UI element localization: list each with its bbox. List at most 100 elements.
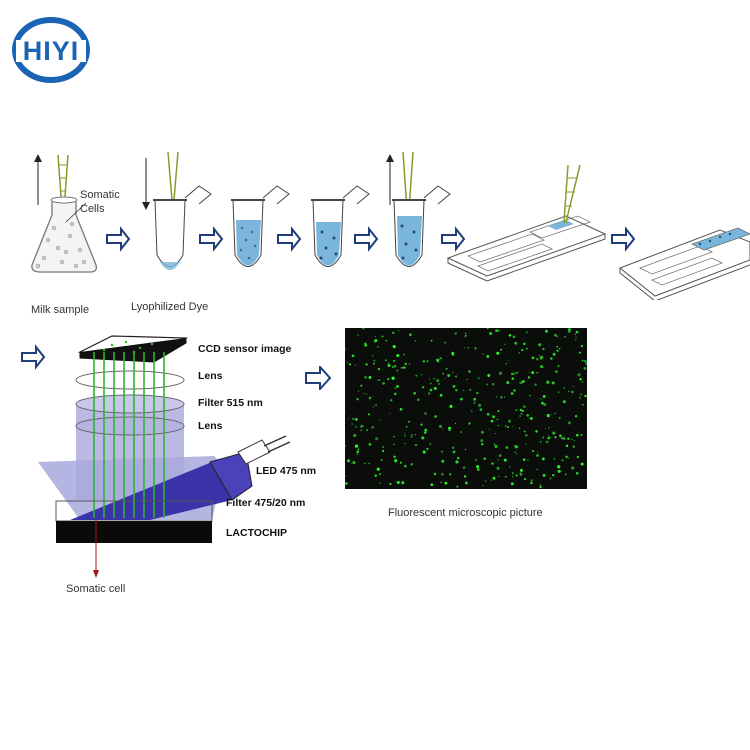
fluorescent-cell-dot bbox=[492, 476, 496, 480]
fluorescent-cell-dot bbox=[551, 381, 555, 385]
fluorescent-cell-dot bbox=[400, 366, 403, 369]
fluorescent-cell-dot bbox=[522, 379, 525, 383]
fluorescent-cell-dot bbox=[378, 378, 381, 382]
process-steps-diagram bbox=[31, 151, 750, 300]
fluorescent-cell-dot bbox=[439, 393, 443, 397]
fluorescent-cell-dot bbox=[491, 382, 495, 386]
fluorescent-cell-dot bbox=[571, 390, 574, 394]
fluorescent-cell-dot bbox=[441, 450, 443, 453]
fluorescent-cell-dot bbox=[490, 479, 493, 482]
fluorescent-cell-dot bbox=[460, 431, 462, 433]
fluorescent-cell-dot bbox=[351, 423, 353, 425]
fluorescent-cell-dot bbox=[469, 388, 472, 391]
fluorescent-cell-dot bbox=[394, 392, 397, 396]
fluorescent-cell-dot bbox=[541, 399, 544, 401]
fluorescent-cell-dot bbox=[496, 418, 499, 421]
fluorescent-cell-dot bbox=[366, 429, 369, 432]
fluorescent-cell-dot bbox=[486, 383, 488, 386]
fluorescent-cell-dot bbox=[464, 336, 466, 338]
fluorescent-cell-dot bbox=[426, 360, 429, 363]
fluorescent-cell-dot bbox=[511, 372, 514, 376]
fluorescent-cell-dot bbox=[574, 333, 576, 335]
fluorescent-cell-dot bbox=[394, 459, 398, 463]
fluorescent-cell-dot bbox=[503, 458, 507, 462]
fluorescent-cell-dot bbox=[351, 462, 353, 464]
fluorescent-cell-dot bbox=[476, 468, 480, 471]
fluorescent-cell-dot bbox=[515, 409, 518, 411]
fluorescent-cell-dot bbox=[539, 485, 542, 489]
fluorescent-cell-dot bbox=[422, 450, 426, 454]
fluorescent-cell-dot bbox=[382, 449, 385, 452]
fluorescent-cell-dot bbox=[508, 334, 512, 337]
fluorescent-cell-dot bbox=[482, 353, 484, 355]
fluorescent-cell-dot bbox=[420, 423, 423, 426]
fluorescent-cell-dot bbox=[391, 366, 394, 368]
fluorescent-cell-dot bbox=[514, 341, 518, 345]
fluorescent-cell-dot bbox=[374, 341, 376, 343]
fluorescent-cell-dot bbox=[396, 353, 400, 358]
fluorescent-cell-dot bbox=[373, 359, 376, 362]
fluorescent-cell-dot bbox=[582, 403, 584, 406]
fluorescent-cell-dot bbox=[514, 451, 517, 454]
fluorescent-cell-dot bbox=[346, 362, 348, 364]
fluorescent-cell-dot bbox=[475, 458, 478, 461]
fluorescent-cell-dot bbox=[376, 379, 378, 381]
fluorescent-cell-dot bbox=[559, 434, 562, 438]
fluorescent-cell-dot bbox=[511, 476, 514, 478]
fluorescent-cell-dot bbox=[352, 417, 355, 421]
fluorescent-cell-dot bbox=[393, 364, 397, 368]
fluorescent-cell-dot bbox=[444, 481, 448, 485]
fluorescent-cell-dot bbox=[584, 362, 587, 365]
fluorescent-cell-dot bbox=[441, 472, 444, 476]
fluorescent-cell-dot bbox=[464, 334, 467, 337]
fluorescent-cell-dot bbox=[376, 345, 379, 348]
ccd-label: CCD sensor image bbox=[198, 343, 292, 355]
fluorescent-cell-dot bbox=[521, 409, 524, 413]
fluorescent-cell-dot bbox=[567, 421, 571, 425]
fluorescent-cell-dot bbox=[403, 464, 407, 468]
hiyi-logo: HIYI bbox=[10, 16, 92, 84]
fluorescent-cell-dot bbox=[408, 420, 411, 423]
fluorescent-cell-dot bbox=[362, 425, 365, 428]
fluorescent-cell-dot bbox=[555, 370, 558, 373]
fluorescent-cell-dot bbox=[456, 485, 459, 488]
fluorescent-cell-dot bbox=[584, 394, 587, 398]
fluorescent-cell-dot bbox=[540, 397, 542, 400]
fluorescent-cell-dot bbox=[497, 329, 500, 332]
fluorescent-cell-dot bbox=[552, 431, 556, 435]
fluorescent-cell-dot bbox=[542, 457, 545, 461]
fluorescent-cell-dot bbox=[429, 388, 433, 392]
fluorescent-cell-dot bbox=[440, 481, 443, 484]
fluorescent-cell-dot bbox=[364, 376, 367, 379]
fluorescent-cell-dot bbox=[364, 342, 367, 345]
fluorescent-cell-dot bbox=[424, 412, 427, 415]
fluorescent-cell-dot bbox=[467, 346, 469, 349]
fluorescent-cell-dot bbox=[455, 389, 458, 392]
fluorescent-cell-dot bbox=[452, 371, 454, 374]
fluorescent-cell-dot bbox=[549, 477, 552, 480]
fluorescent-cell-dot bbox=[364, 344, 368, 347]
fluorescent-cell-dot bbox=[525, 443, 527, 445]
fluorescent-cell-dot bbox=[519, 415, 521, 417]
fluorescent-cell-dot bbox=[493, 443, 496, 445]
fluorescent-cell-dot bbox=[518, 352, 520, 354]
lens-top-label: Lens bbox=[198, 370, 223, 382]
fluorescent-cell-dot bbox=[387, 362, 390, 364]
fluorescent-cell-dot bbox=[377, 367, 381, 371]
fluorescent-cell-dot bbox=[357, 448, 360, 451]
fluorescent-cell-dot bbox=[379, 482, 381, 484]
fluorescent-cell-dot bbox=[470, 410, 473, 413]
fluorescent-cell-dot bbox=[355, 418, 358, 421]
fluorescent-cell-dot bbox=[486, 412, 490, 416]
fluorescent-cell-dot bbox=[371, 425, 375, 429]
fluorescent-cell-dot bbox=[345, 411, 346, 413]
fluorescent-cell-dot bbox=[575, 472, 579, 475]
fluorescent-cell-dot bbox=[455, 460, 459, 464]
fluorescent-cell-dot bbox=[556, 349, 559, 352]
fluorescent-cell-dot bbox=[552, 473, 555, 477]
fluorescent-cell-dot bbox=[424, 431, 427, 434]
filter475-label: Filter 475/20 nm bbox=[226, 497, 306, 509]
fluorescent-cell-dot bbox=[559, 470, 562, 473]
fluorescent-cell-dot bbox=[352, 461, 356, 464]
fluorescent-cell-dot bbox=[580, 344, 584, 348]
